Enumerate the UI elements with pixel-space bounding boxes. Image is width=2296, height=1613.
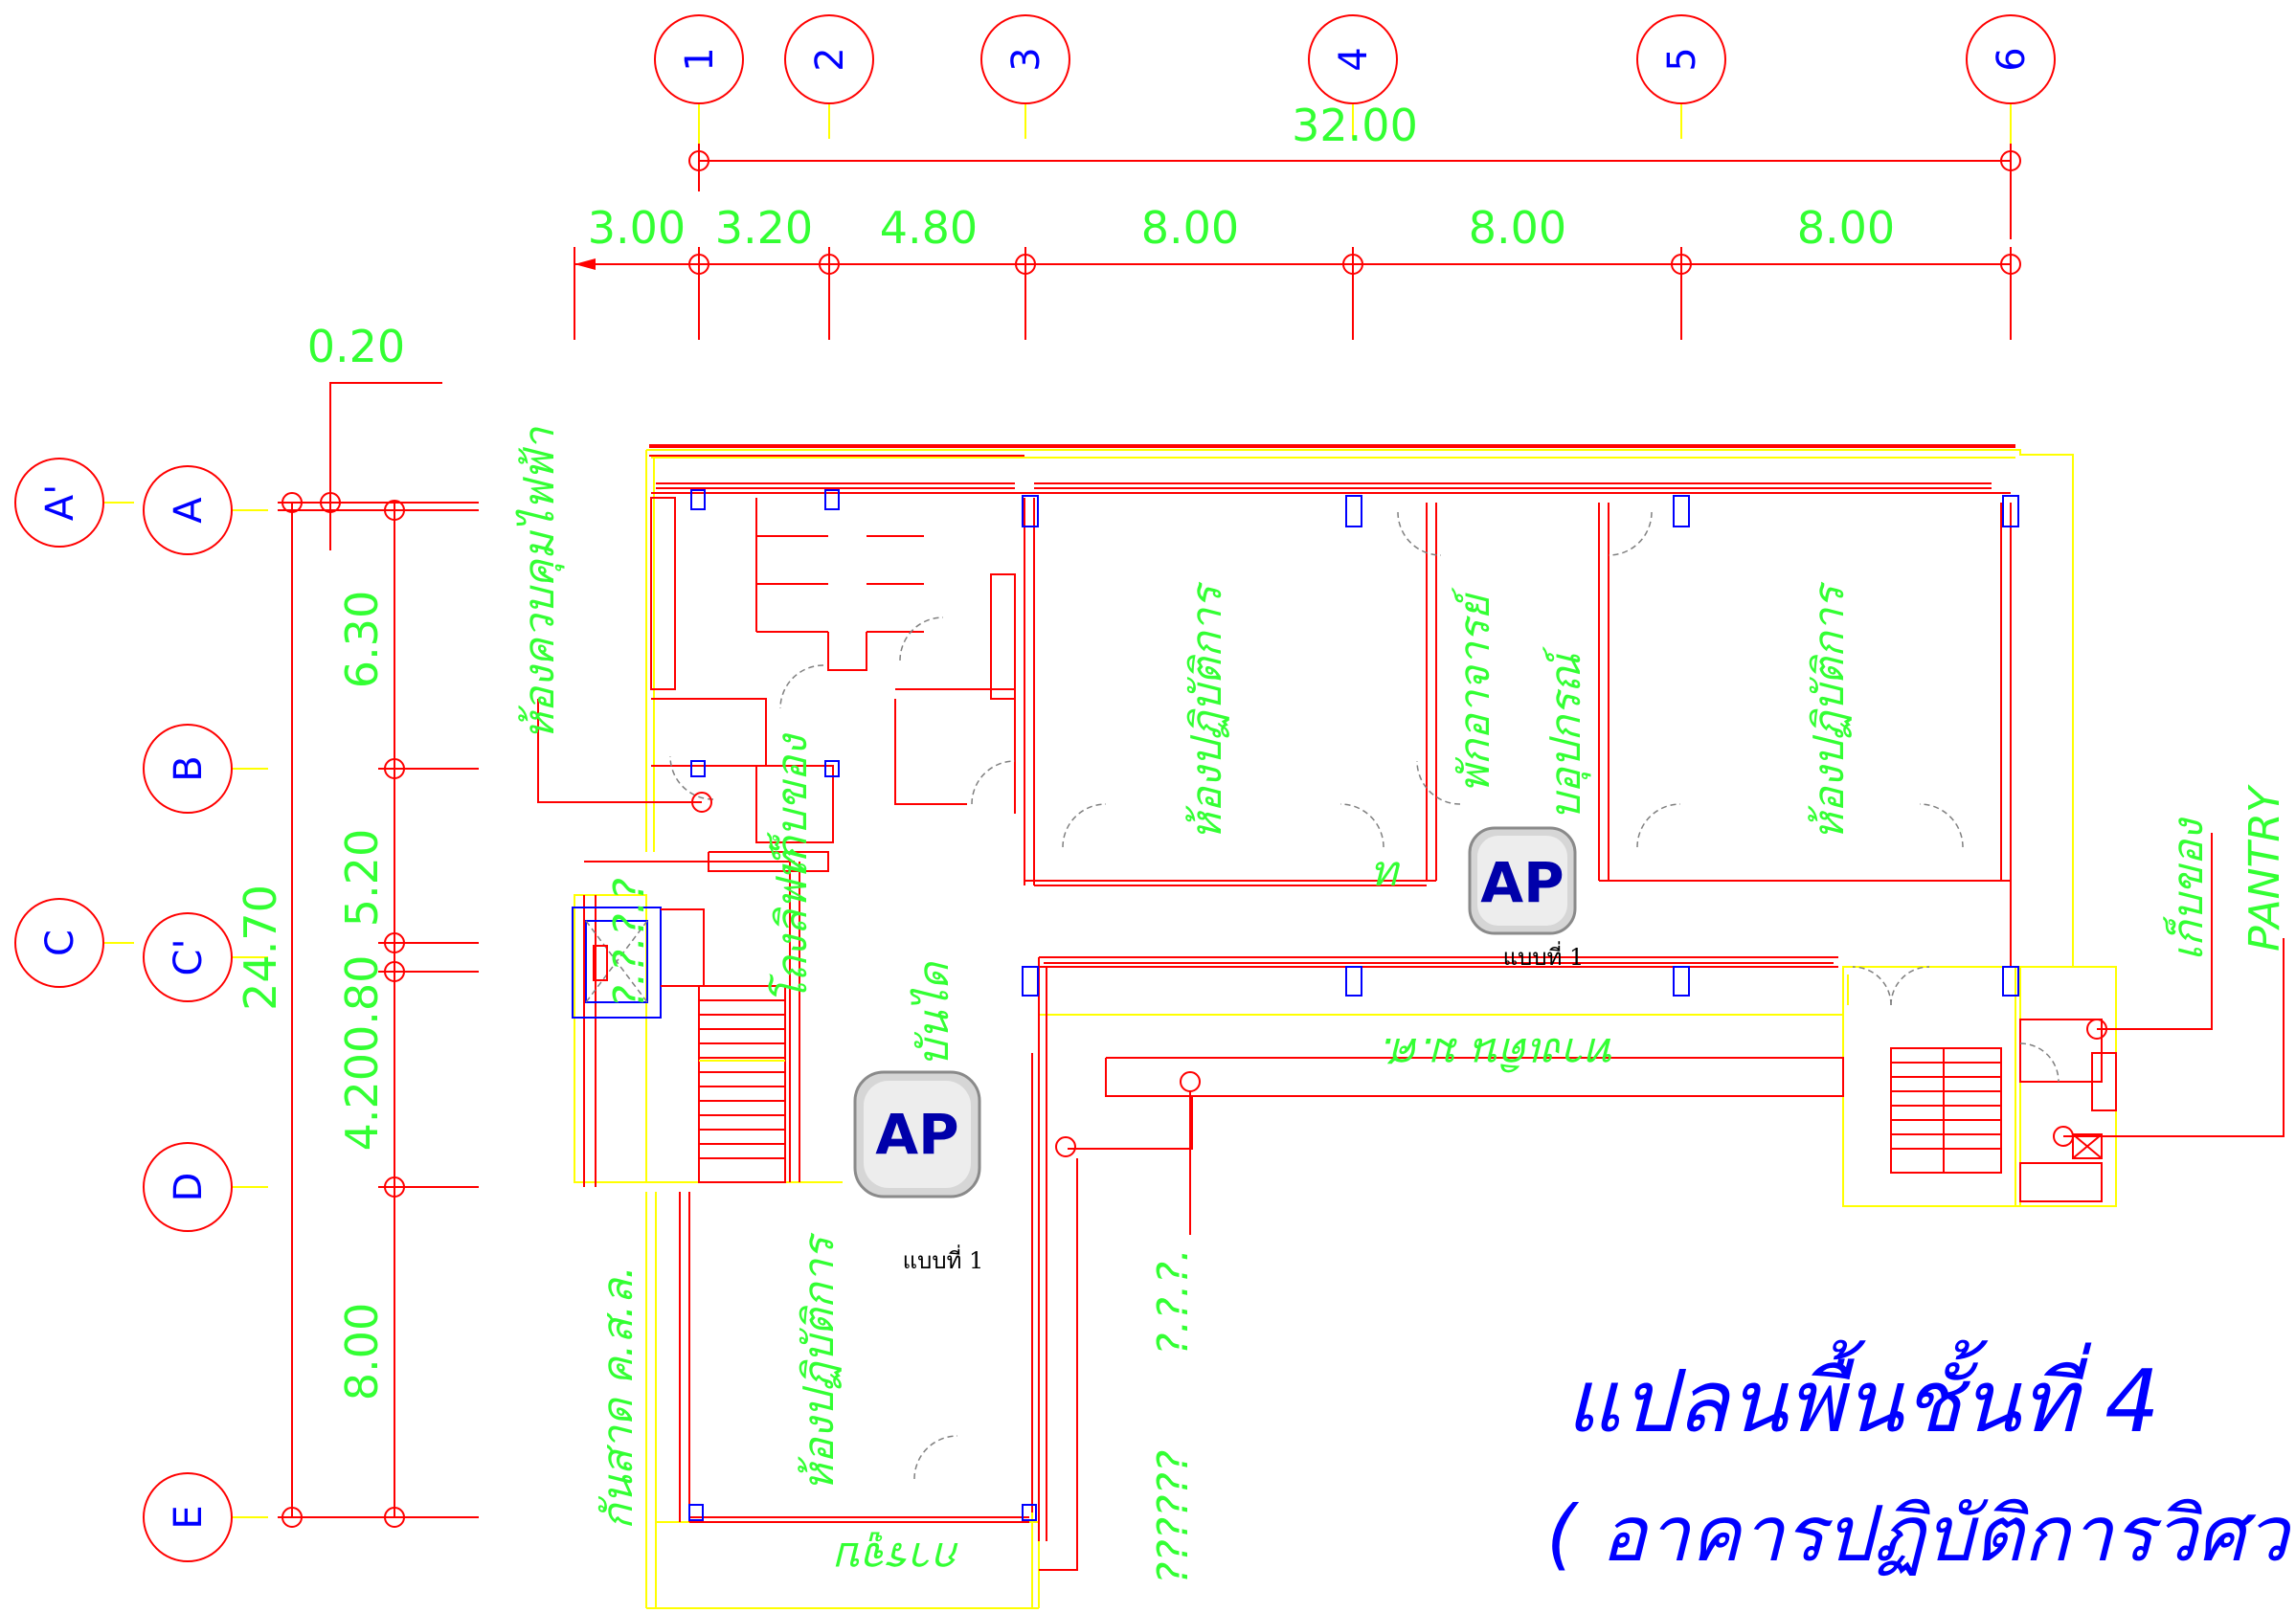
grid-axis-1-marker xyxy=(654,14,744,104)
grid-axis-2-marker xyxy=(784,14,874,104)
lift-question-marks: ?.?.?.? xyxy=(605,878,654,1007)
span-dimension: 8.00 xyxy=(1469,202,1566,254)
grid-axis-label: 2 xyxy=(808,47,852,71)
span-dimension: 3.00 xyxy=(588,202,686,254)
overall-depth-dimension: 24.70 xyxy=(235,885,286,1011)
grid-axis-label: A' xyxy=(38,484,82,521)
lab-3-label: ห้องปฏิบัติการ xyxy=(795,1232,844,1491)
lab-bottom-label: การจูบ xyxy=(836,1532,962,1581)
grid-axis-label: 1 xyxy=(678,47,722,71)
span-dimension: 3.20 xyxy=(715,202,813,254)
left-stairs xyxy=(698,985,786,1183)
columns xyxy=(688,489,2019,1521)
window-strip-corridor xyxy=(1044,956,1834,964)
teacher-rest-label: พักอาจารย์ xyxy=(1451,587,1499,794)
span-dimension: 5.20 xyxy=(336,829,388,927)
span-dimension: 6.30 xyxy=(336,591,388,688)
storage-left-label: เก็บของ xyxy=(767,732,817,877)
question-marks-1: ?.?.?. xyxy=(1149,1248,1198,1355)
access-point-label: AP xyxy=(875,1102,958,1167)
grid-axis-3-marker xyxy=(980,14,1070,104)
lift-lobby-label: โถงลิฟท์ xyxy=(768,844,817,1005)
grid-axis-label: D xyxy=(167,1173,211,1202)
lab-1-label: ห้องปฏิบัติการ xyxy=(1182,581,1231,840)
offset-dimension: 0.20 xyxy=(307,321,405,372)
stair-label: บันได xyxy=(910,960,958,1066)
title-line-2: ( อาคารปฏิบัติการวิศว xyxy=(1546,1490,2292,1579)
grid-axis-4-marker xyxy=(1308,14,1398,104)
building-walls xyxy=(537,444,2285,1609)
access-point-1: AP แบบที่ 1 xyxy=(1468,826,1585,971)
right-stairs xyxy=(1890,1019,2117,1202)
grid-axis-A-prime-marker xyxy=(14,458,104,548)
grid-axis-6-marker xyxy=(1966,14,2056,104)
grid-axis-label: 4 xyxy=(1332,47,1376,71)
room-labels: ห้องควบคุมไฟฟ้า เก็บของ โถงลิฟท์ บันได ?… xyxy=(515,426,2289,1584)
grid-axis-C-marker xyxy=(14,898,104,988)
left-dimensions: 0.20 24.70 6.30 5.20 4.200.80 8.00 xyxy=(235,321,479,1528)
grid-axis-label: 3 xyxy=(1004,47,1048,71)
question-marks-2: ?????? xyxy=(1149,1450,1198,1584)
span-dimension: 4.80 xyxy=(880,202,978,254)
top-grid-axes: 1 2 3 4 5 6 xyxy=(654,14,2056,153)
pantry-label: PANTRY xyxy=(2240,784,2289,952)
door-swings xyxy=(669,511,2060,1480)
access-point-caption: แบบที่ 1 xyxy=(903,1244,984,1274)
access-point-label: AP xyxy=(1480,850,1564,915)
grid-axis-E-marker xyxy=(143,1472,233,1562)
grid-axis-D-marker xyxy=(143,1142,233,1232)
grid-axis-C-prime-marker xyxy=(143,912,233,1002)
drawing-title: แปลนพื้นชั้นที่ 4 ( อาคารปฏิบัติการวิศว xyxy=(1546,1339,2292,1579)
span-dimension: 8.00 xyxy=(1797,202,1895,254)
grid-axis-5-marker xyxy=(1636,14,1726,104)
corridor-mark-label: ท xyxy=(1369,847,1400,896)
access-point-caption: แบบที่ 1 xyxy=(1503,941,1585,971)
overall-width-dimension: 32.00 xyxy=(1292,100,1418,151)
grid-axis-label: B xyxy=(167,755,211,781)
window-strip-top xyxy=(656,482,1992,489)
access-point-2: AP แบบที่ 1 xyxy=(853,1070,984,1274)
window-strip-left-wing xyxy=(679,1053,1033,1512)
control-room-label: ห้องควบคุมไฟฟ้า xyxy=(515,426,565,740)
title-line-1: แปลนพื้นชั้นที่ 4 xyxy=(1565,1339,2159,1452)
top-dimensions: 32.00 3.00 3.20 4.80 8.00 8.00 8.00 xyxy=(574,100,2021,340)
storage-right-label: เก็บของ xyxy=(2163,817,2213,961)
grid-axis-label: C xyxy=(38,930,82,956)
span-dimension: 4.200.80 xyxy=(336,955,388,1152)
grid-axis-label: C' xyxy=(167,939,211,976)
corridor-label: ทางเดิน ม.ศ. xyxy=(1380,1028,1617,1077)
grid-axis-A-marker xyxy=(143,465,233,555)
awning-label: กันสาด ค.ส.ล. xyxy=(594,1266,642,1530)
equipment-label: บอุปกรณ์ xyxy=(1542,645,1591,819)
lab-2-label: ห้องปฏิบัติการ xyxy=(1805,581,1854,840)
grid-axis-B-marker xyxy=(143,724,233,814)
left-grid-axes: A' C A B C' D E xyxy=(14,458,268,1562)
grid-axis-label: 6 xyxy=(1990,47,2034,71)
grid-axis-label: A xyxy=(167,497,211,524)
span-dimension: 8.00 xyxy=(1141,202,1239,254)
span-dimension: 8.00 xyxy=(336,1303,388,1400)
grid-axis-label: E xyxy=(167,1505,211,1529)
grid-axis-label: 5 xyxy=(1660,47,1704,71)
